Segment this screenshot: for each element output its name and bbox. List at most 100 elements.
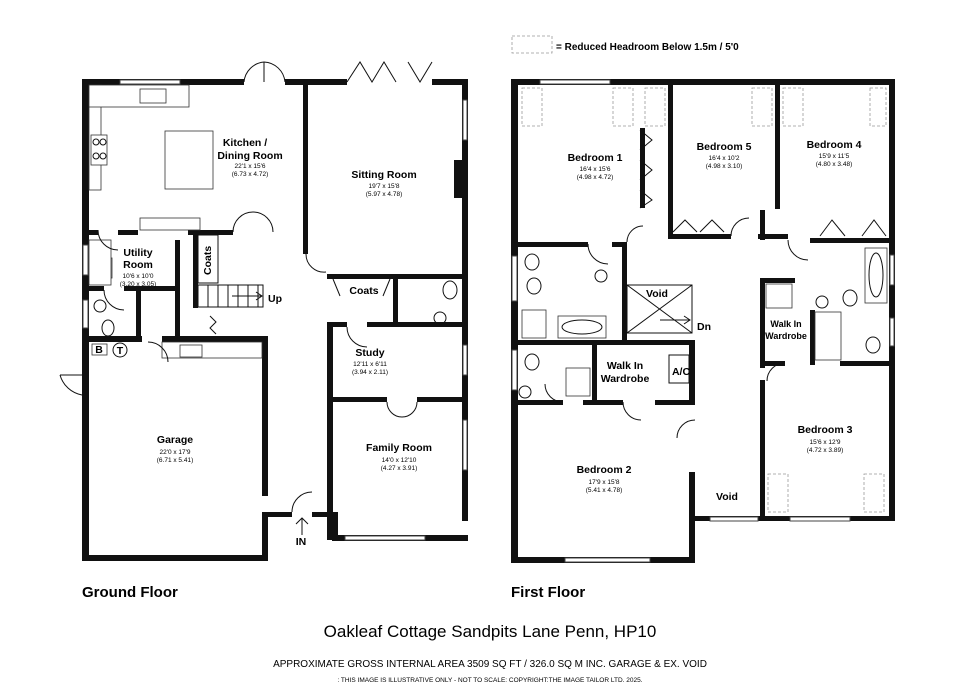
wall — [810, 238, 895, 243]
garage-worktop — [161, 341, 263, 359]
garage-dim-metric: (6.71 x 5.41) — [157, 457, 194, 464]
shower-icon — [521, 309, 547, 339]
utility-worktop — [88, 239, 112, 286]
window — [462, 344, 468, 376]
utility-room-name: Room — [123, 259, 153, 271]
property-address: Oakleaf Cottage Sandpits Lane Penn, HP10 — [324, 622, 657, 641]
door-arc — [622, 401, 642, 421]
coats-cupboard-door — [332, 278, 391, 297]
reduced-headroom-area — [869, 87, 887, 127]
gross-internal-area: APPROXIMATE GROSS INTERNAL AREA 3509 SQ … — [273, 659, 707, 670]
wall — [760, 278, 765, 368]
wall — [840, 361, 895, 366]
basin-icon — [518, 385, 532, 399]
study-dim: 12'11 x 6'11 — [353, 361, 387, 368]
bedroom4-dim: 15'9 x 11'5 — [819, 153, 850, 160]
wall — [312, 512, 338, 517]
utility-room-name: Utility — [123, 247, 152, 259]
staircase — [197, 284, 264, 335]
kitchen-island — [164, 130, 214, 190]
stair-void — [626, 284, 693, 334]
void-stairs-label: Void — [646, 288, 668, 300]
door-arc — [730, 217, 750, 237]
wall — [622, 242, 627, 344]
walkin-wardrobe-left: Wardrobe — [601, 373, 650, 385]
reduced-headroom-swatch — [511, 35, 553, 54]
boiler — [91, 343, 108, 356]
hob-icon — [90, 134, 108, 166]
basin-icon — [433, 311, 447, 325]
window — [119, 79, 181, 85]
wall — [511, 79, 518, 563]
wall — [655, 400, 695, 405]
window — [82, 299, 89, 329]
ac-cupboard — [668, 354, 690, 384]
up-label: Up — [268, 293, 282, 305]
fireplace — [454, 160, 462, 198]
wc-icon — [101, 319, 115, 337]
utility-room-dim: 10'6 x 10'0 — [122, 273, 153, 280]
legend-label: = Reduced Headroom Below 1.5m / 5'0 — [556, 42, 739, 53]
wall — [640, 128, 645, 208]
kitchen-sink — [139, 88, 167, 104]
hob-ring — [92, 152, 100, 160]
dn-label: Dn — [697, 321, 711, 333]
sitting-room-dim: 19'7 x 15'8 — [368, 183, 399, 190]
bedroom2-dim-metric: (5.41 x 4.78) — [586, 487, 623, 494]
hob-ring — [99, 138, 107, 146]
ground-floor-title: Ground Floor — [82, 584, 178, 601]
bedroom3-dim: 15'6 x 12'9 — [809, 439, 840, 446]
wall — [760, 278, 795, 283]
wall — [162, 336, 268, 342]
wall — [327, 322, 333, 540]
wall — [82, 230, 98, 235]
wall — [760, 210, 765, 240]
coats-vertical-label: Coats — [202, 246, 214, 275]
hob-ring — [92, 138, 100, 146]
window — [709, 516, 759, 522]
bedroom5-dim: 16'4 x 10'2 — [708, 155, 739, 162]
bedroom1-dim-metric: (4.98 x 4.72) — [577, 174, 614, 181]
bath-icon — [864, 247, 888, 304]
wall — [758, 234, 788, 239]
window — [511, 349, 518, 391]
bath-icon — [557, 315, 607, 339]
wall — [262, 336, 268, 496]
copyright-disclaimer: : THIS IMAGE IS ILLUSTRATIVE ONLY - NOT … — [337, 677, 642, 684]
kitchen-worktop — [88, 84, 190, 108]
wall — [462, 79, 468, 521]
hob-ring — [99, 152, 107, 160]
bedroom1-name: Bedroom 1 — [568, 152, 623, 164]
wall — [327, 274, 468, 279]
family-room-dim-metric: (4.27 x 3.91) — [381, 465, 418, 472]
coats-cupboard — [197, 234, 219, 284]
wall — [393, 279, 398, 323]
wall — [673, 234, 731, 239]
footer: Oakleaf Cottage Sandpits Lane Penn, HP10… — [273, 622, 707, 684]
door-arc — [97, 229, 119, 251]
reduced-headroom-area — [863, 473, 885, 513]
basin-icon — [93, 299, 107, 313]
wall — [82, 555, 268, 561]
garage-dim: 22'0 x 17'9 — [159, 449, 190, 456]
kitchen-name: Kitchen / — [223, 137, 267, 149]
study-name: Study — [355, 347, 384, 359]
reduced-headroom-area — [644, 87, 666, 127]
window — [82, 244, 89, 276]
door-arc — [587, 243, 609, 265]
ground-floor-plan: Kitchen / Dining Room 22'1 x 15'6 (6.73 … — [59, 61, 468, 601]
wall — [760, 361, 785, 366]
reduced-headroom-area — [521, 87, 543, 127]
bifold-doors — [346, 61, 433, 83]
void-bottom-label: Void — [716, 491, 738, 503]
garage-door — [59, 374, 83, 396]
bath-basin — [868, 252, 884, 298]
bedroom3-dim-metric: (4.72 x 3.89) — [807, 447, 844, 454]
wall — [367, 322, 468, 327]
wall — [775, 79, 780, 209]
door-arc — [103, 289, 125, 311]
wc-icon — [526, 277, 542, 295]
basin-icon — [815, 295, 829, 309]
legend: = Reduced Headroom Below 1.5m / 5'0 — [511, 35, 739, 54]
wall — [262, 512, 292, 517]
